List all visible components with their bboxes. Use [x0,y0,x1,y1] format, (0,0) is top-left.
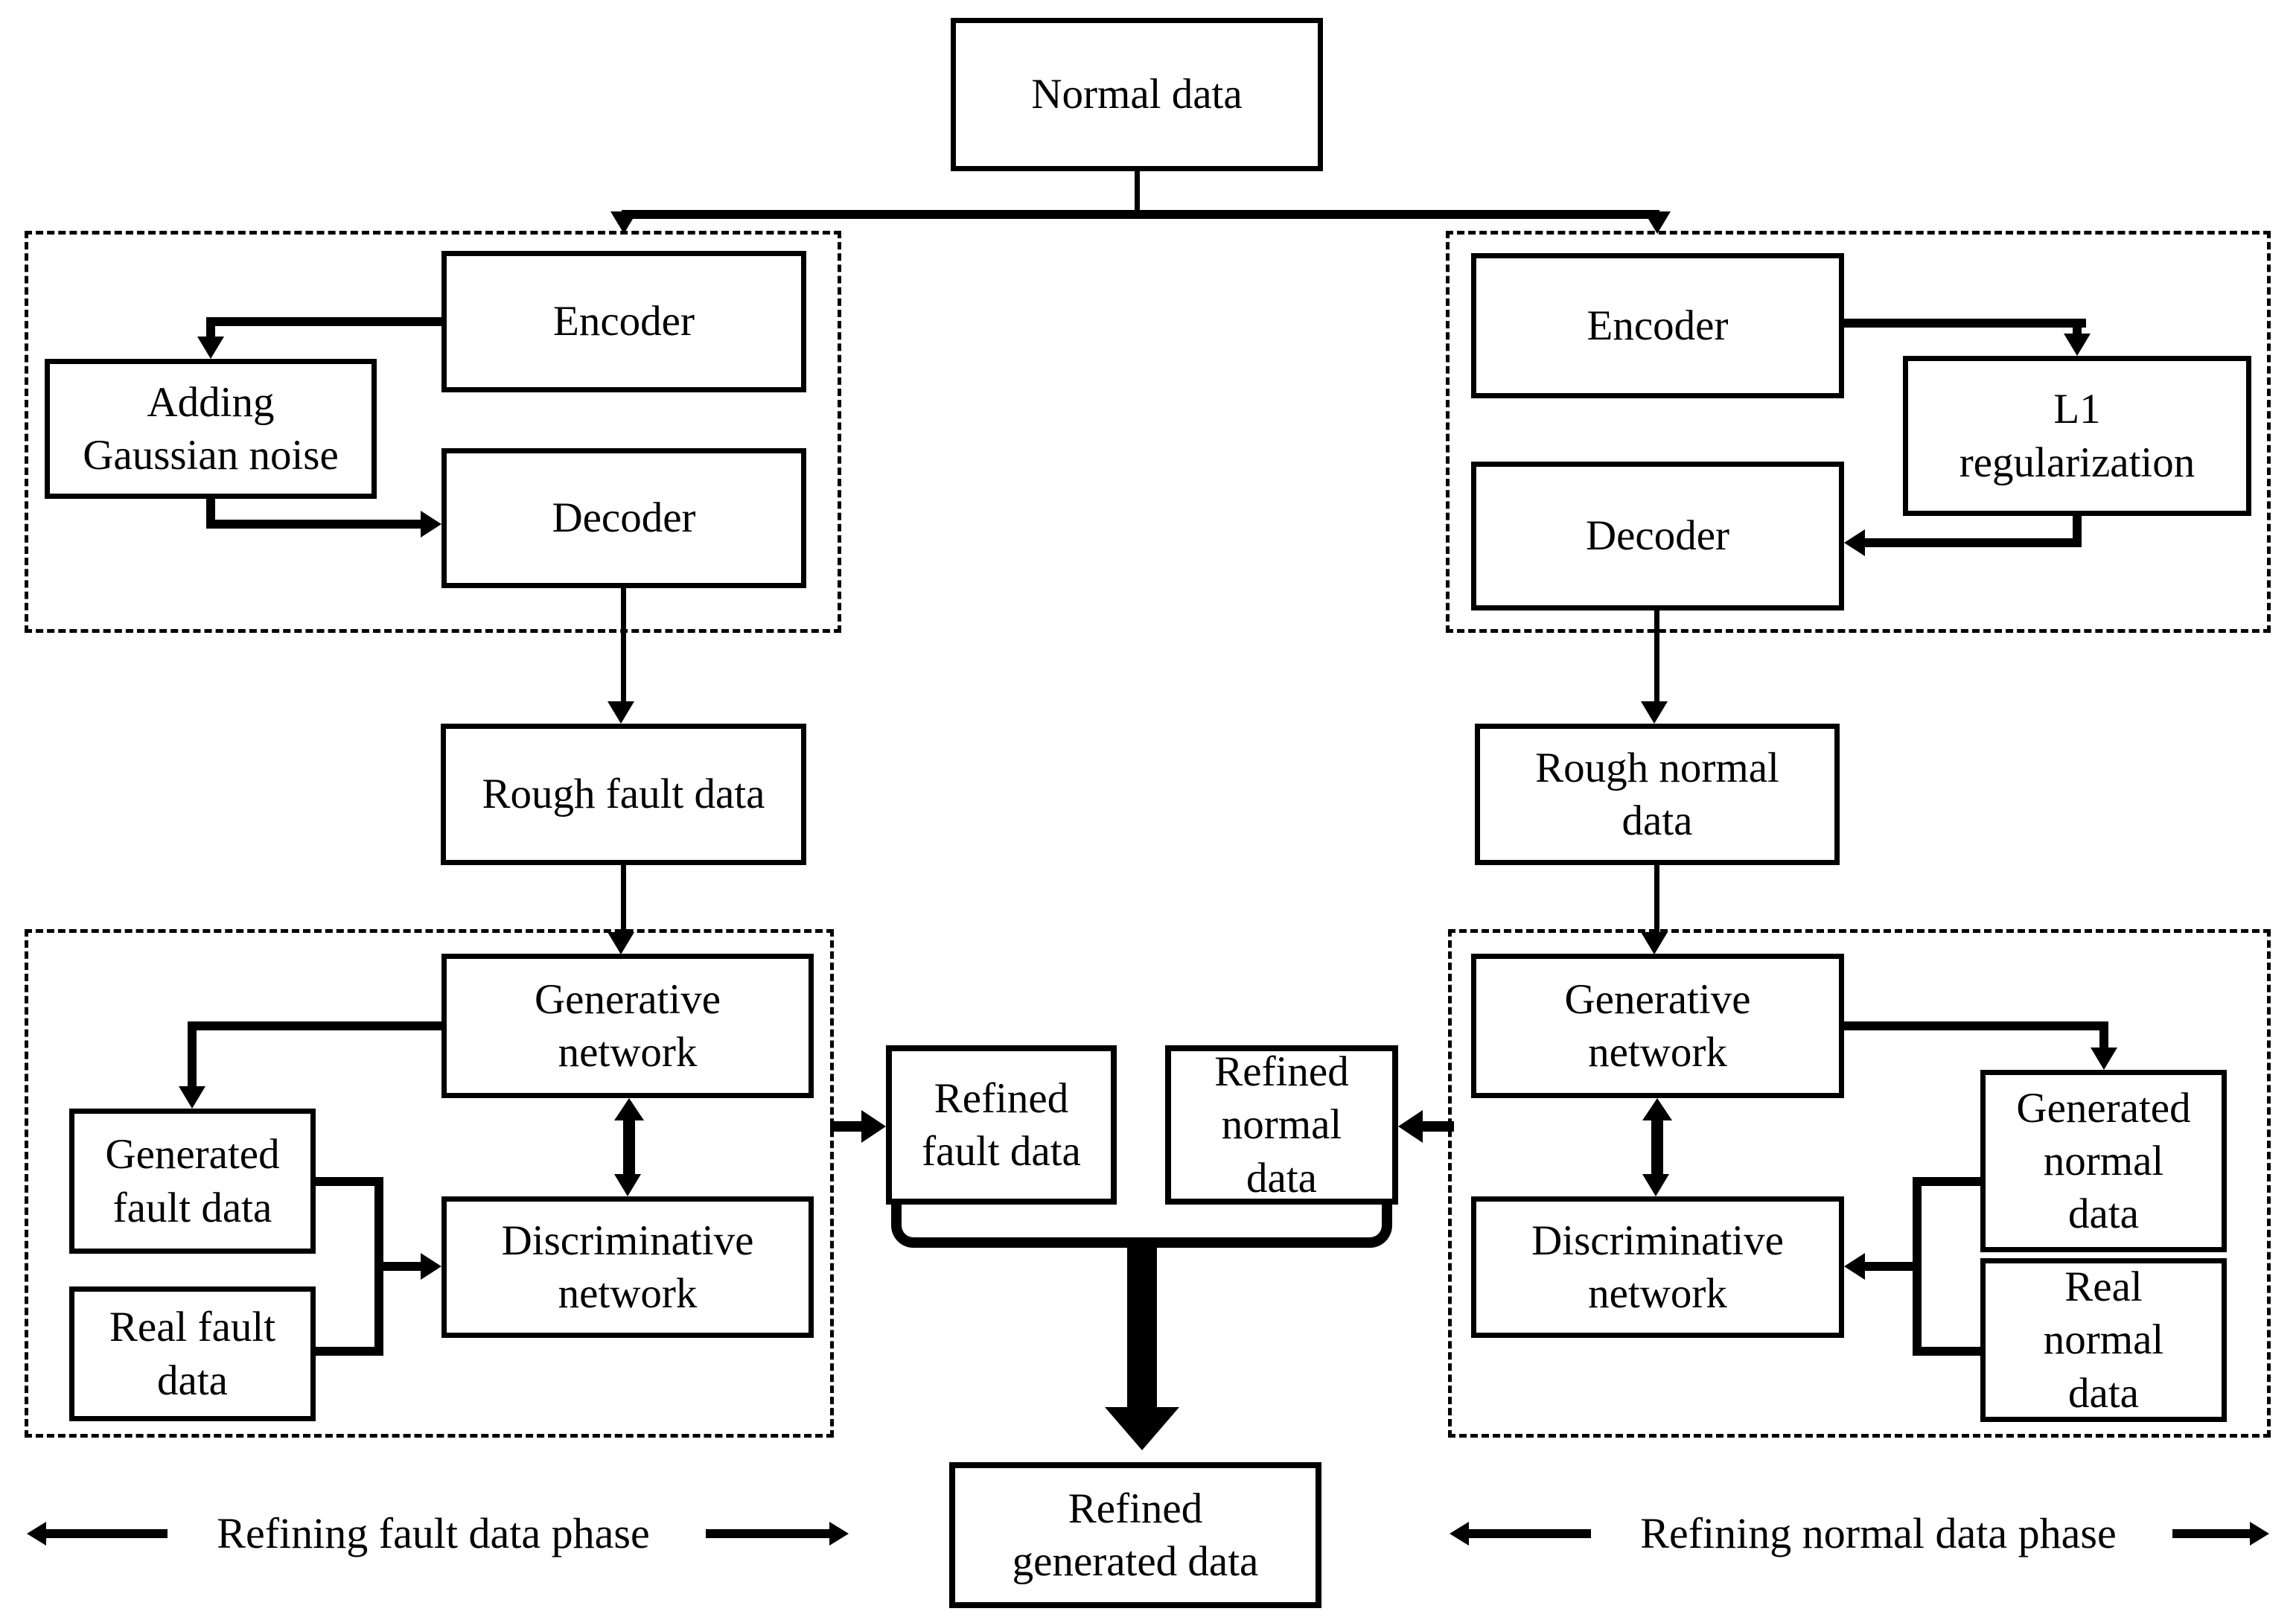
normal-phase-left-arrow-icon [1450,1522,1469,1546]
connector-real-fault-out [316,1347,383,1356]
fault-phase-label: Refining fault data phase [217,1509,650,1557]
arrow-down-into-fault-autoencoder-icon [610,211,637,234]
arrow-into-fault-generative-icon [608,932,634,954]
arrow-into-fault-decoder-icon [421,511,441,538]
connector-rough-fault-to-gan [621,865,626,934]
adding-gaussian-noise-box: Adding Gaussian noise [45,359,377,499]
connector-generative-to-generated-normal-v [2099,1021,2108,1048]
connector-l1-to-decoder-h [1865,538,2082,547]
connector-generated-normal-out [1913,1177,1980,1186]
connector-normal-data-stem [1135,168,1140,216]
normal-phase-right-arrow-shaft [2172,1529,2250,1538]
rough-fault-data-box: Rough fault data [441,724,806,865]
connector-real-normal-out [1913,1347,1980,1356]
normal-phase-left-arrow-shaft [1466,1529,1591,1538]
fault-discriminative-network-box: Discriminative network [441,1196,814,1338]
normal-refined-output-arrow-shaft [1421,1121,1454,1132]
connector-encoder-to-l1-h [1844,319,2086,328]
real-fault-data-box: Real fault data [69,1286,316,1421]
connector-generative-to-generated-normal-h [1844,1021,2108,1030]
normal-decoder-box: Decoder [1471,462,1844,610]
arrow-into-refined-generated-icon [1105,1407,1179,1450]
real-normal-data-box: Real normal data [1980,1258,2227,1422]
merge-band [1127,1246,1157,1409]
connector-normal-merge-to-discriminative [1865,1262,1913,1271]
normal-gan-group [1448,929,2271,1438]
fault-phase-left-arrow-shaft [43,1529,168,1538]
connector-split-line [622,210,1659,219]
refined-fault-data-box: Refined fault data [886,1045,1117,1205]
fault-autoencoder-group [25,231,841,633]
arrow-into-generated-normal-icon [2091,1048,2117,1070]
rough-normal-data-box: Rough normal data [1475,724,1840,865]
normal-discriminative-network-box: Discriminative network [1471,1196,1844,1338]
arrow-into-normal-discriminative-icon [1844,1253,1865,1280]
normal-adversarial-arrow-down-icon [1642,1174,1669,1196]
generated-fault-data-box: Generated fault data [69,1109,316,1254]
arrow-into-rough-fault-icon [608,701,634,724]
connector-noise-to-decoder-h [206,520,421,529]
arrow-into-l1-icon [2064,334,2091,356]
normal-autoencoder-group [1446,231,2271,633]
fault-encoder-box: Encoder [441,251,806,392]
normal-encoder-box: Encoder [1471,253,1844,398]
normal-adversarial-arrow-up-icon [1642,1098,1672,1120]
connector-decoder-to-rough-fault [621,588,626,703]
normal-refined-output-arrow-icon [1398,1110,1423,1143]
fault-phase-right-arrow-icon [829,1522,849,1546]
connector-rough-normal-to-gan [1654,865,1659,934]
normal-phase-label: Refining normal data phase [1640,1509,2117,1557]
arrow-down-into-normal-autoencoder-icon [1644,211,1671,234]
normal-adversarial-double-arrow-shaft [1651,1113,1663,1182]
fault-adversarial-arrow-down-icon [614,1174,641,1196]
arrow-into-rough-normal-icon [1641,701,1668,724]
arrow-into-noise-icon [197,337,224,359]
connector-encoder-to-noise-v [206,317,215,339]
refined-normal-data-box: Refined normal data [1165,1045,1398,1205]
connector-generated-fault-out [316,1177,383,1186]
arrow-into-fault-discriminative-icon [421,1253,441,1280]
fault-phase-right-arrow-shaft [706,1529,829,1538]
generated-normal-data-box: Generated normal data [1980,1070,2227,1252]
l1-regularization-box: L1 regularization [1903,356,2251,516]
fault-refined-output-arrow-icon [861,1110,886,1143]
fault-gan-group [25,929,834,1438]
merge-bracket [891,1205,1392,1248]
connector-encoder-to-noise-h [206,317,441,326]
fault-phase-left-arrow-icon [27,1522,46,1546]
fault-generative-network-box: Generative network [441,954,814,1098]
normal-phase-right-arrow-icon [2250,1522,2269,1546]
connector-normal-merge-v [1913,1177,1922,1356]
normal-generative-network-box: Generative network [1471,954,1844,1098]
connector-encoder-to-l1-v [2073,319,2082,337]
arrow-into-normal-generative-icon [1641,932,1668,954]
fault-adversarial-double-arrow-shaft [623,1113,635,1182]
normal-data-box: Normal data [951,18,1323,171]
connector-generative-to-generated-fault-h [188,1021,441,1030]
fault-adversarial-arrow-up-icon [614,1098,644,1120]
arrow-into-generated-fault-icon [179,1086,205,1109]
connector-fault-merge-to-discriminative [374,1262,421,1271]
arrow-into-normal-decoder-icon [1844,529,1865,556]
connector-generative-to-generated-fault-v [188,1021,197,1087]
fault-decoder-box: Decoder [441,448,806,588]
connector-decoder-to-rough-normal [1654,610,1659,703]
fault-refined-output-arrow-shaft [830,1121,863,1132]
refined-generated-data-box: Refined generated data [949,1462,1321,1608]
